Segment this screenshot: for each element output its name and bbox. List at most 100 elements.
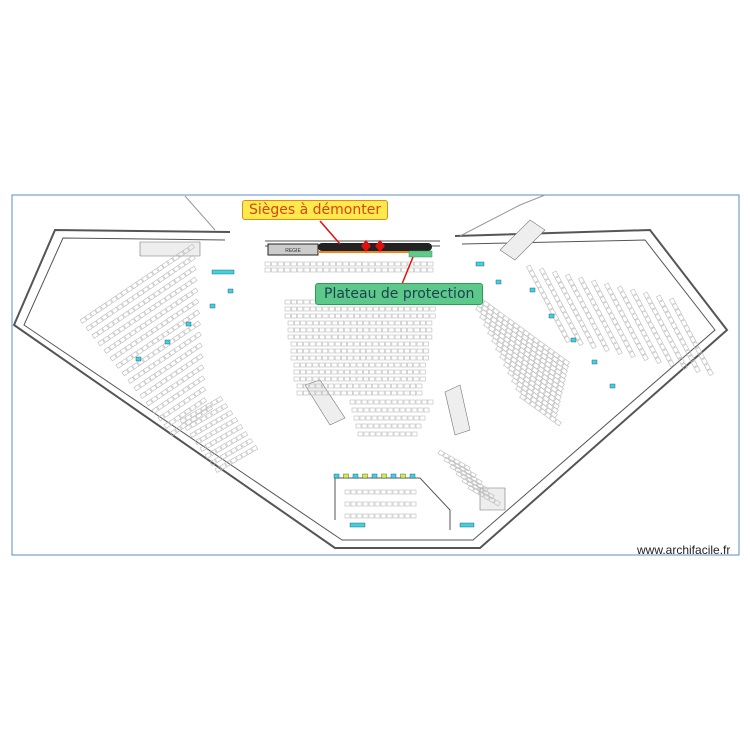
seat bbox=[379, 423, 386, 429]
seat bbox=[407, 376, 414, 382]
seat bbox=[372, 313, 379, 319]
seat bbox=[555, 319, 562, 327]
seat bbox=[225, 450, 233, 457]
seat-row bbox=[351, 407, 430, 413]
seat bbox=[394, 320, 401, 326]
seat bbox=[407, 369, 414, 375]
seat bbox=[423, 306, 430, 312]
seat bbox=[303, 355, 310, 361]
seat bbox=[245, 448, 253, 455]
seat bbox=[378, 355, 385, 361]
seat bbox=[319, 320, 326, 326]
seat bbox=[173, 345, 182, 353]
seat bbox=[560, 287, 568, 295]
seat bbox=[646, 340, 653, 348]
seat bbox=[426, 320, 433, 326]
seat bbox=[368, 267, 375, 273]
seat bbox=[410, 341, 417, 347]
seat bbox=[397, 383, 404, 389]
seat bbox=[322, 341, 329, 347]
seat bbox=[417, 407, 424, 413]
seat bbox=[337, 369, 344, 375]
marker bbox=[227, 288, 234, 294]
seat bbox=[162, 410, 171, 418]
seat bbox=[360, 355, 366, 361]
seat bbox=[355, 267, 362, 273]
seat-row bbox=[604, 282, 649, 362]
seat bbox=[677, 314, 685, 322]
seat bbox=[319, 334, 326, 340]
seat bbox=[157, 344, 165, 352]
seat bbox=[598, 314, 606, 323]
seat bbox=[633, 337, 640, 345]
seat bbox=[415, 399, 422, 405]
seat bbox=[373, 423, 380, 429]
seat bbox=[230, 427, 238, 434]
seat bbox=[185, 418, 193, 426]
seat bbox=[144, 388, 153, 396]
seat bbox=[366, 341, 373, 347]
seat bbox=[550, 289, 558, 297]
seat bbox=[576, 338, 584, 347]
seat bbox=[359, 415, 366, 421]
seat bbox=[381, 362, 388, 368]
seat bbox=[589, 298, 597, 306]
seat bbox=[195, 342, 203, 350]
seat bbox=[363, 431, 370, 437]
seat bbox=[353, 390, 360, 396]
seat bbox=[602, 344, 610, 353]
seat bbox=[338, 334, 345, 340]
seat bbox=[181, 374, 189, 382]
seat bbox=[147, 351, 155, 359]
seat bbox=[544, 278, 552, 286]
seat bbox=[194, 331, 202, 339]
seat bbox=[204, 442, 212, 449]
seat bbox=[291, 313, 297, 319]
seat bbox=[413, 320, 420, 326]
seat-row bbox=[133, 342, 203, 392]
seat bbox=[184, 280, 193, 288]
seat bbox=[194, 400, 202, 408]
seat bbox=[413, 334, 420, 340]
seat bbox=[170, 301, 178, 309]
seat bbox=[648, 302, 656, 310]
seat bbox=[371, 415, 378, 421]
seat bbox=[152, 279, 160, 287]
seat bbox=[382, 327, 389, 333]
seat bbox=[419, 369, 426, 375]
seat bbox=[369, 327, 376, 333]
seat bbox=[363, 407, 370, 413]
seat bbox=[306, 320, 313, 326]
seat bbox=[323, 261, 330, 267]
seat bbox=[499, 353, 507, 361]
seat-row bbox=[85, 254, 196, 332]
seat bbox=[344, 376, 351, 382]
seat bbox=[388, 327, 395, 333]
seat bbox=[487, 329, 495, 337]
seat bbox=[363, 327, 370, 333]
seat bbox=[650, 326, 658, 335]
seat bbox=[153, 290, 161, 298]
staircase bbox=[444, 384, 471, 436]
seat bbox=[182, 247, 190, 255]
seat bbox=[225, 430, 233, 437]
seat bbox=[416, 383, 423, 389]
seat bbox=[576, 295, 584, 303]
seat bbox=[617, 285, 624, 293]
seat bbox=[355, 261, 362, 267]
seat bbox=[340, 390, 347, 396]
marker bbox=[400, 473, 406, 479]
marker bbox=[209, 303, 216, 309]
seat bbox=[349, 267, 356, 273]
seat bbox=[423, 348, 429, 354]
seat bbox=[209, 459, 217, 466]
seat bbox=[467, 484, 475, 492]
seat bbox=[395, 415, 402, 421]
seat bbox=[569, 303, 577, 311]
marker bbox=[459, 522, 475, 528]
seat bbox=[174, 287, 183, 295]
seat bbox=[363, 376, 369, 382]
seat bbox=[581, 325, 588, 333]
seat bbox=[155, 392, 164, 400]
seat bbox=[169, 429, 177, 437]
